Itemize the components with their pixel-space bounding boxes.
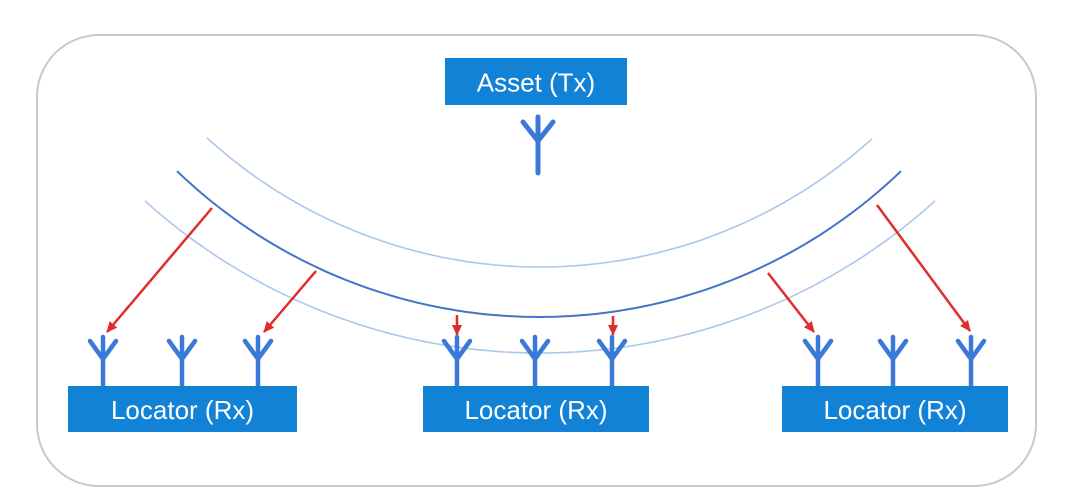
asset-box: Asset (Tx) (445, 58, 627, 105)
rx-antenna-icon-1-3 (242, 334, 274, 390)
rx-antenna-icon-2-2 (519, 334, 551, 390)
signal-arrow-1 (106, 207, 213, 333)
rx-antenna-icon-3-3 (955, 334, 987, 390)
locator-box-2-rect (423, 386, 649, 432)
signal-arrow-2 (263, 270, 317, 333)
rx-antenna-icon-3-1 (802, 334, 834, 390)
locator-box-1-rect (68, 386, 297, 432)
locator-box-3-rect (782, 386, 1008, 432)
wavefront-arc-outer (144, 200, 936, 354)
wavefront-arc-inner (206, 137, 873, 268)
rx-antenna-icon-2-3 (596, 334, 628, 390)
locator-box-1: Locator (Rx) (68, 386, 297, 432)
tx-antenna-icon (520, 114, 556, 176)
wavefront-arc-middle (176, 170, 902, 319)
outer-frame (36, 34, 1037, 487)
locator-box-2-label: Locator (Rx) (464, 395, 607, 425)
antennas-layer (87, 114, 987, 390)
rx-antenna-icon-1-2 (166, 334, 198, 390)
locator-box-3-label: Locator (Rx) (823, 395, 966, 425)
rx-antenna-icon-1-1 (87, 334, 119, 390)
rx-antenna-icon-2-1 (441, 334, 473, 390)
signal-arrow-6 (875, 204, 972, 332)
signal-arrows-layer (106, 204, 972, 336)
asset-box-label: Asset (Tx) (477, 68, 595, 98)
asset-box-rect (445, 58, 627, 105)
signal-arrow-5 (767, 272, 815, 333)
locator-box-2: Locator (Rx) (423, 386, 649, 432)
locator-box-3: Locator (Rx) (782, 386, 1008, 432)
locator-box-1-label: Locator (Rx) (111, 395, 254, 425)
rx-antenna-icon-3-2 (877, 334, 909, 390)
